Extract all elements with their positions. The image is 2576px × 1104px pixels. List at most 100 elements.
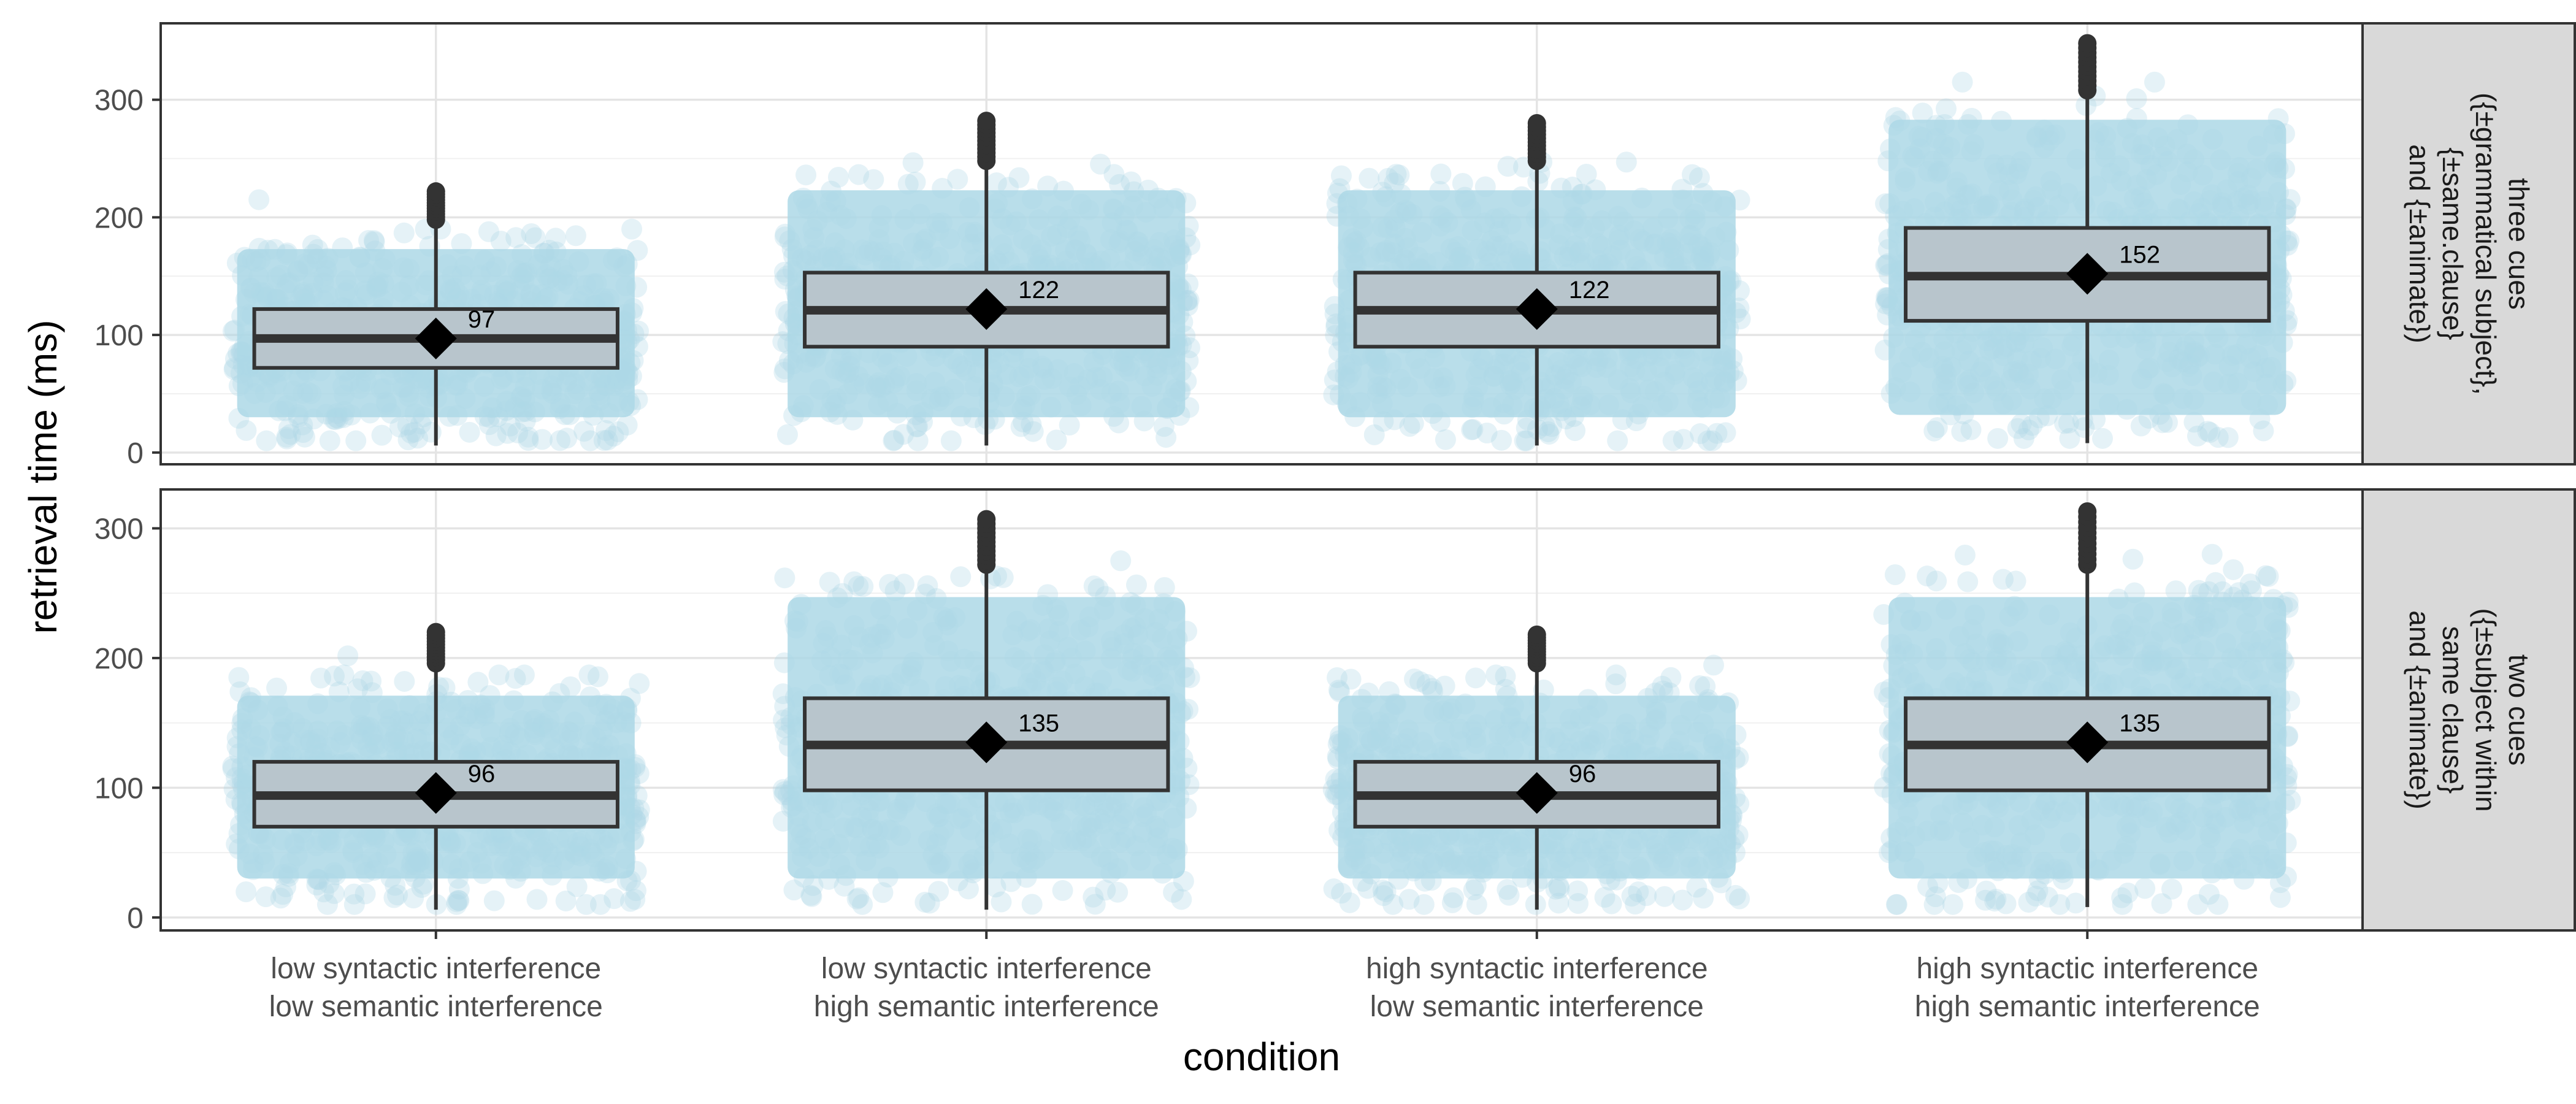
- raw-point: [1662, 430, 1684, 451]
- raw-point: [883, 430, 904, 451]
- raw-point: [1952, 71, 1973, 93]
- raw-point: [774, 567, 795, 589]
- raw-point: [958, 878, 979, 900]
- raw-point: [1059, 415, 1080, 436]
- mean-marker: [965, 288, 1008, 330]
- mean-label: 152: [2119, 241, 2160, 268]
- raw-point: [1601, 893, 1622, 914]
- raw-point: [1375, 881, 1397, 902]
- raw-point: [848, 164, 870, 185]
- outlier-point: [1527, 625, 1546, 644]
- raw-point: [228, 667, 250, 688]
- box-group-3: 122: [1323, 113, 1751, 451]
- raw-point: [783, 880, 805, 901]
- raw-point: [293, 422, 314, 443]
- raw-point: [776, 424, 798, 445]
- raw-point: [459, 421, 480, 443]
- raw-point: [2126, 88, 2147, 109]
- raw-point: [616, 415, 638, 436]
- raw-point: [545, 228, 567, 249]
- raw-point: [1052, 880, 1073, 901]
- y-tick-label: 200: [94, 202, 144, 234]
- raw-point: [801, 886, 822, 907]
- raw-point: [266, 677, 288, 699]
- raw-point: [236, 881, 257, 902]
- raw-point: [950, 566, 972, 588]
- raw-point: [532, 429, 553, 450]
- raw-point: [1121, 171, 1142, 193]
- outlier-point: [426, 623, 445, 642]
- raw-point: [518, 430, 539, 451]
- raw-point: [1951, 421, 1972, 442]
- raw-point: [1107, 881, 1129, 903]
- raw-point: [2201, 543, 2223, 565]
- raw-point: [524, 227, 546, 248]
- raw-point: [1022, 421, 1044, 442]
- raw-point: [1605, 673, 1627, 695]
- raw-point: [1516, 430, 1537, 451]
- raw-point: [478, 414, 500, 435]
- raw-point: [294, 426, 315, 448]
- outlier-point: [977, 112, 996, 131]
- outlier-point: [426, 182, 445, 201]
- raw-point: [587, 666, 608, 688]
- raw-point: [389, 416, 410, 438]
- raw-point: [795, 164, 817, 186]
- raw-point: [621, 218, 643, 240]
- raw-point: [1465, 667, 1486, 689]
- raw-point: [1339, 892, 1360, 913]
- y-tick-label: 0: [127, 437, 144, 470]
- raw-point: [1701, 430, 1723, 451]
- raw-point: [1514, 430, 1535, 451]
- raw-point: [947, 169, 968, 190]
- mean-label: 122: [1018, 277, 1059, 304]
- raw-point: [507, 422, 529, 443]
- mean-label: 96: [1569, 761, 1597, 788]
- raw-point: [1690, 423, 1711, 445]
- raw-point: [1084, 894, 1106, 915]
- raw-point: [1625, 894, 1646, 915]
- mean-label: 135: [1018, 710, 1059, 737]
- raw-point: [593, 430, 615, 451]
- raw-point: [256, 430, 277, 451]
- raw-point: [451, 233, 472, 255]
- raw-point: [604, 888, 625, 910]
- raw-point: [905, 171, 926, 193]
- raw-point: [906, 416, 927, 437]
- raw-point: [1703, 654, 1724, 676]
- box-group-2: 122: [772, 112, 1201, 451]
- raw-point: [394, 670, 415, 692]
- raw-point: [1087, 578, 1109, 600]
- raw-point: [272, 884, 294, 905]
- raw-point: [505, 668, 526, 689]
- raw-point: [352, 670, 374, 691]
- raw-point: [1363, 424, 1385, 445]
- raw-point: [1441, 892, 1463, 913]
- mean-label: 96: [468, 761, 496, 788]
- raw-point: [1725, 884, 1746, 906]
- raw-point: [478, 221, 499, 242]
- raw-point: [1399, 416, 1420, 437]
- raw-point: [448, 878, 470, 900]
- raw-point: [556, 427, 578, 449]
- raw-point: [1163, 881, 1184, 903]
- raw-point: [597, 429, 618, 451]
- raw-point: [1008, 167, 1030, 188]
- raw-point: [499, 415, 521, 437]
- mean-marker: [415, 317, 457, 359]
- raw-point: [1156, 427, 1177, 448]
- raw-point: [555, 890, 577, 911]
- raw-point: [393, 222, 415, 243]
- raw-point: [343, 883, 365, 905]
- raw-point: [897, 174, 919, 195]
- raw-point: [521, 223, 542, 244]
- raw-point: [400, 423, 421, 444]
- raw-point: [404, 421, 425, 443]
- raw-point: [2122, 548, 2144, 570]
- raw-point: [879, 573, 900, 595]
- raw-point: [483, 890, 505, 911]
- raw-point: [363, 230, 385, 251]
- raw-point: [1497, 879, 1518, 900]
